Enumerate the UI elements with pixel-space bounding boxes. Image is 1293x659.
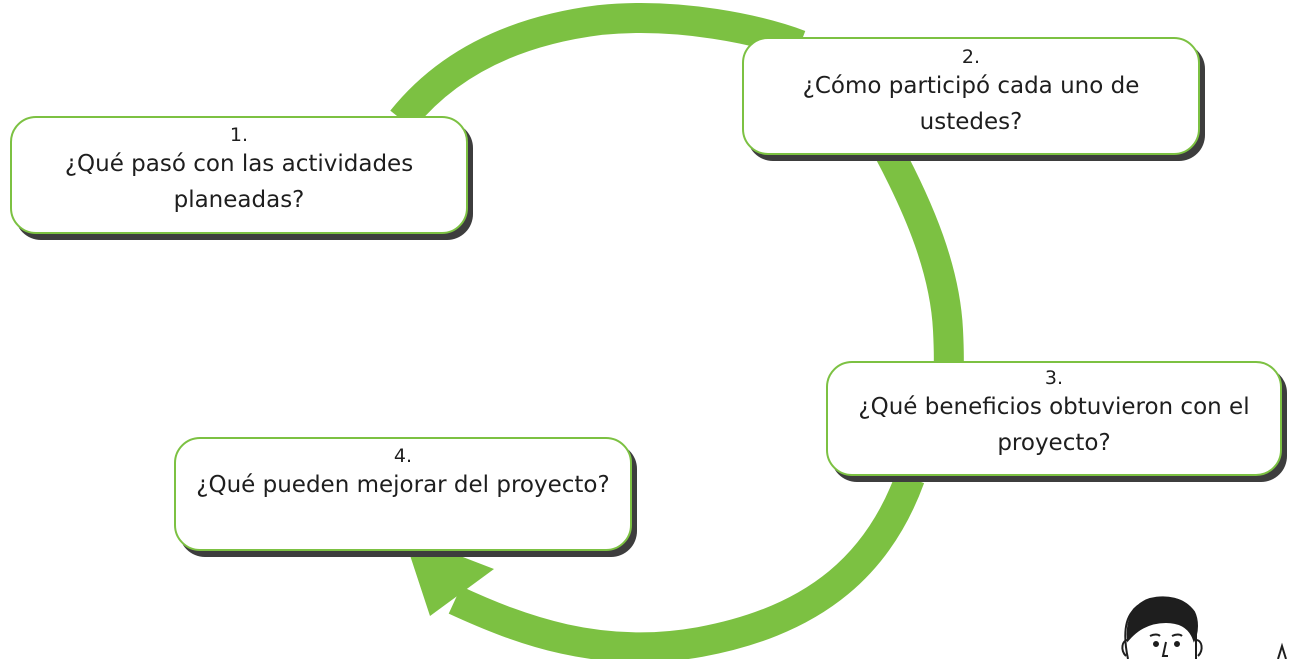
step-question: ¿Qué beneficios obtuvieron con el proyec… bbox=[858, 394, 1250, 456]
step-2-box: 2. ¿Cómo participó cada uno de ustedes? bbox=[742, 37, 1200, 155]
step-number: 2. bbox=[961, 46, 981, 68]
step-question: ¿Qué pasó con las actividades planeadas? bbox=[64, 151, 414, 213]
step-number: 1. bbox=[229, 124, 249, 146]
boy-face-illustration-icon bbox=[1121, 596, 1287, 659]
step-1-box: 1. ¿Qué pasó con las actividades planead… bbox=[10, 116, 468, 234]
step-3-box: 3. ¿Qué beneficios obtuvieron con el pro… bbox=[826, 361, 1282, 476]
step-question: ¿Cómo participó cada uno de ustedes? bbox=[802, 73, 1140, 135]
step-4-box: 4. ¿Qué pueden mejorar del proyecto? bbox=[174, 437, 632, 551]
step-number: 4. bbox=[393, 445, 413, 467]
step-question: ¿Qué pueden mejorar del proyecto? bbox=[196, 472, 610, 498]
step-number: 3. bbox=[1044, 367, 1064, 389]
cycle-arrowhead-icon bbox=[403, 534, 494, 616]
